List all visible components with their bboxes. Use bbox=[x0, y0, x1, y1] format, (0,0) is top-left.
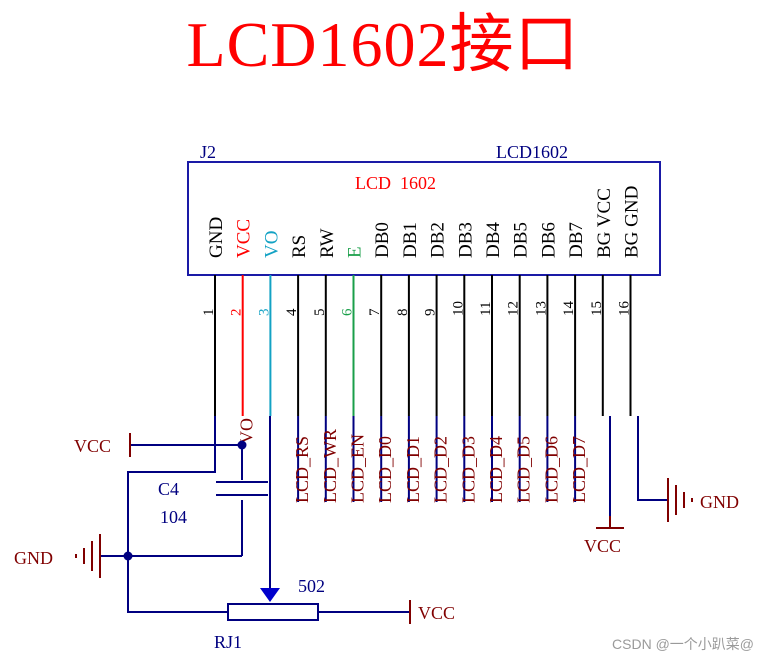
pin-number: 1 bbox=[201, 309, 217, 317]
pin-number: 14 bbox=[561, 301, 577, 317]
capacitor-designator: C4 bbox=[158, 479, 179, 499]
wire-pin16 bbox=[637, 416, 668, 501]
net-label: LCD_D7 bbox=[569, 436, 589, 503]
pin-number: 10 bbox=[450, 301, 466, 316]
net-label: LCD_D2 bbox=[431, 436, 451, 503]
pin-name: BG VCC bbox=[594, 188, 615, 258]
gnd-left-symbol bbox=[75, 534, 101, 578]
pin-name: DB1 bbox=[400, 222, 421, 258]
pin-name: DB0 bbox=[372, 222, 393, 258]
pin-number: 5 bbox=[312, 309, 328, 317]
net-label: LCD_RS bbox=[292, 436, 312, 503]
pin-number: 12 bbox=[506, 301, 522, 316]
pin-number: 11 bbox=[478, 302, 494, 316]
junction-dot bbox=[237, 440, 247, 450]
potentiometer-rj1-body bbox=[227, 603, 319, 621]
capacitor-c4 bbox=[216, 481, 268, 496]
pin-number: 15 bbox=[589, 301, 605, 316]
gnd-left-label: GND bbox=[14, 548, 53, 568]
pin-name: VO bbox=[261, 231, 282, 258]
pin-number: 6 bbox=[340, 308, 356, 316]
pin-name: BG GND bbox=[622, 186, 643, 258]
pin-number: 13 bbox=[533, 301, 549, 316]
net-label: VO bbox=[237, 418, 257, 444]
wiring bbox=[100, 416, 668, 613]
net-label: LCD_D1 bbox=[403, 436, 423, 503]
wire-pin1-gnd bbox=[127, 416, 216, 556]
pin-number: 3 bbox=[256, 309, 272, 317]
pin-name: DB2 bbox=[428, 222, 449, 258]
pin-name: RS bbox=[289, 235, 310, 258]
watermark: CSDN @一个小趴菜@ bbox=[612, 636, 754, 652]
component-designator: J2 bbox=[200, 142, 216, 162]
net-label: LCD_EN bbox=[348, 434, 368, 503]
component-body-label: LCD 1602 bbox=[355, 173, 436, 193]
pin-name: GND bbox=[206, 217, 227, 258]
pin-number: 8 bbox=[395, 309, 411, 317]
pin-number: 7 bbox=[367, 308, 383, 316]
pin-name: DB7 bbox=[566, 222, 587, 258]
pin-name: DB3 bbox=[455, 222, 476, 258]
net-label: LCD_D3 bbox=[458, 436, 478, 503]
net-label: LCD_D5 bbox=[514, 436, 534, 503]
vcc-left-label: VCC bbox=[74, 436, 111, 456]
gnd-right-label: GND bbox=[700, 492, 739, 512]
net-label: LCD_D4 bbox=[486, 436, 506, 503]
pin-number: 4 bbox=[284, 308, 300, 316]
nets-layer: VO LCD_RS LCD_WR LCD_EN LCD_D0 LCD_D1 LCD_D2 LC… bbox=[237, 416, 589, 503]
potentiometer-value: 502 bbox=[298, 576, 325, 596]
wire-pot-left bbox=[127, 556, 228, 613]
pin-name: DB4 bbox=[483, 222, 504, 258]
net-label: LCD_D6 bbox=[541, 436, 561, 503]
pin-number: 9 bbox=[423, 309, 439, 317]
page-title: LCD1602接口 bbox=[186, 9, 580, 80]
vcc-bottom-label: VCC bbox=[584, 536, 621, 556]
pin-name: VCC bbox=[234, 219, 255, 258]
gnd-right-symbol bbox=[667, 478, 693, 522]
junction-dot bbox=[123, 551, 133, 561]
pin-name: DB6 bbox=[538, 222, 559, 258]
pin-name: RW bbox=[317, 228, 338, 258]
net-label: LCD_WR bbox=[320, 429, 340, 503]
pins-layer: GND 1 VCC 2 VO 3 RS 4 RW 5 E 6 DB0 7 DB1 8 DB2 9 DB3 10 DB4 1… bbox=[201, 186, 643, 416]
pin-name: DB5 bbox=[511, 222, 532, 258]
potentiometer-designator-label: RJ1 bbox=[214, 632, 242, 652]
lcd1602-component-body bbox=[187, 161, 661, 276]
pin-number: 2 bbox=[229, 309, 245, 317]
pin-name: E bbox=[345, 246, 366, 258]
component-part-name: LCD1602 bbox=[496, 142, 568, 162]
pin-number: 16 bbox=[617, 301, 633, 317]
potentiometer-wiper-arrow bbox=[260, 588, 280, 602]
vcc-pot-label: VCC bbox=[418, 603, 455, 623]
capacitor-value: 104 bbox=[160, 507, 187, 527]
net-label: LCD_D0 bbox=[375, 436, 395, 503]
